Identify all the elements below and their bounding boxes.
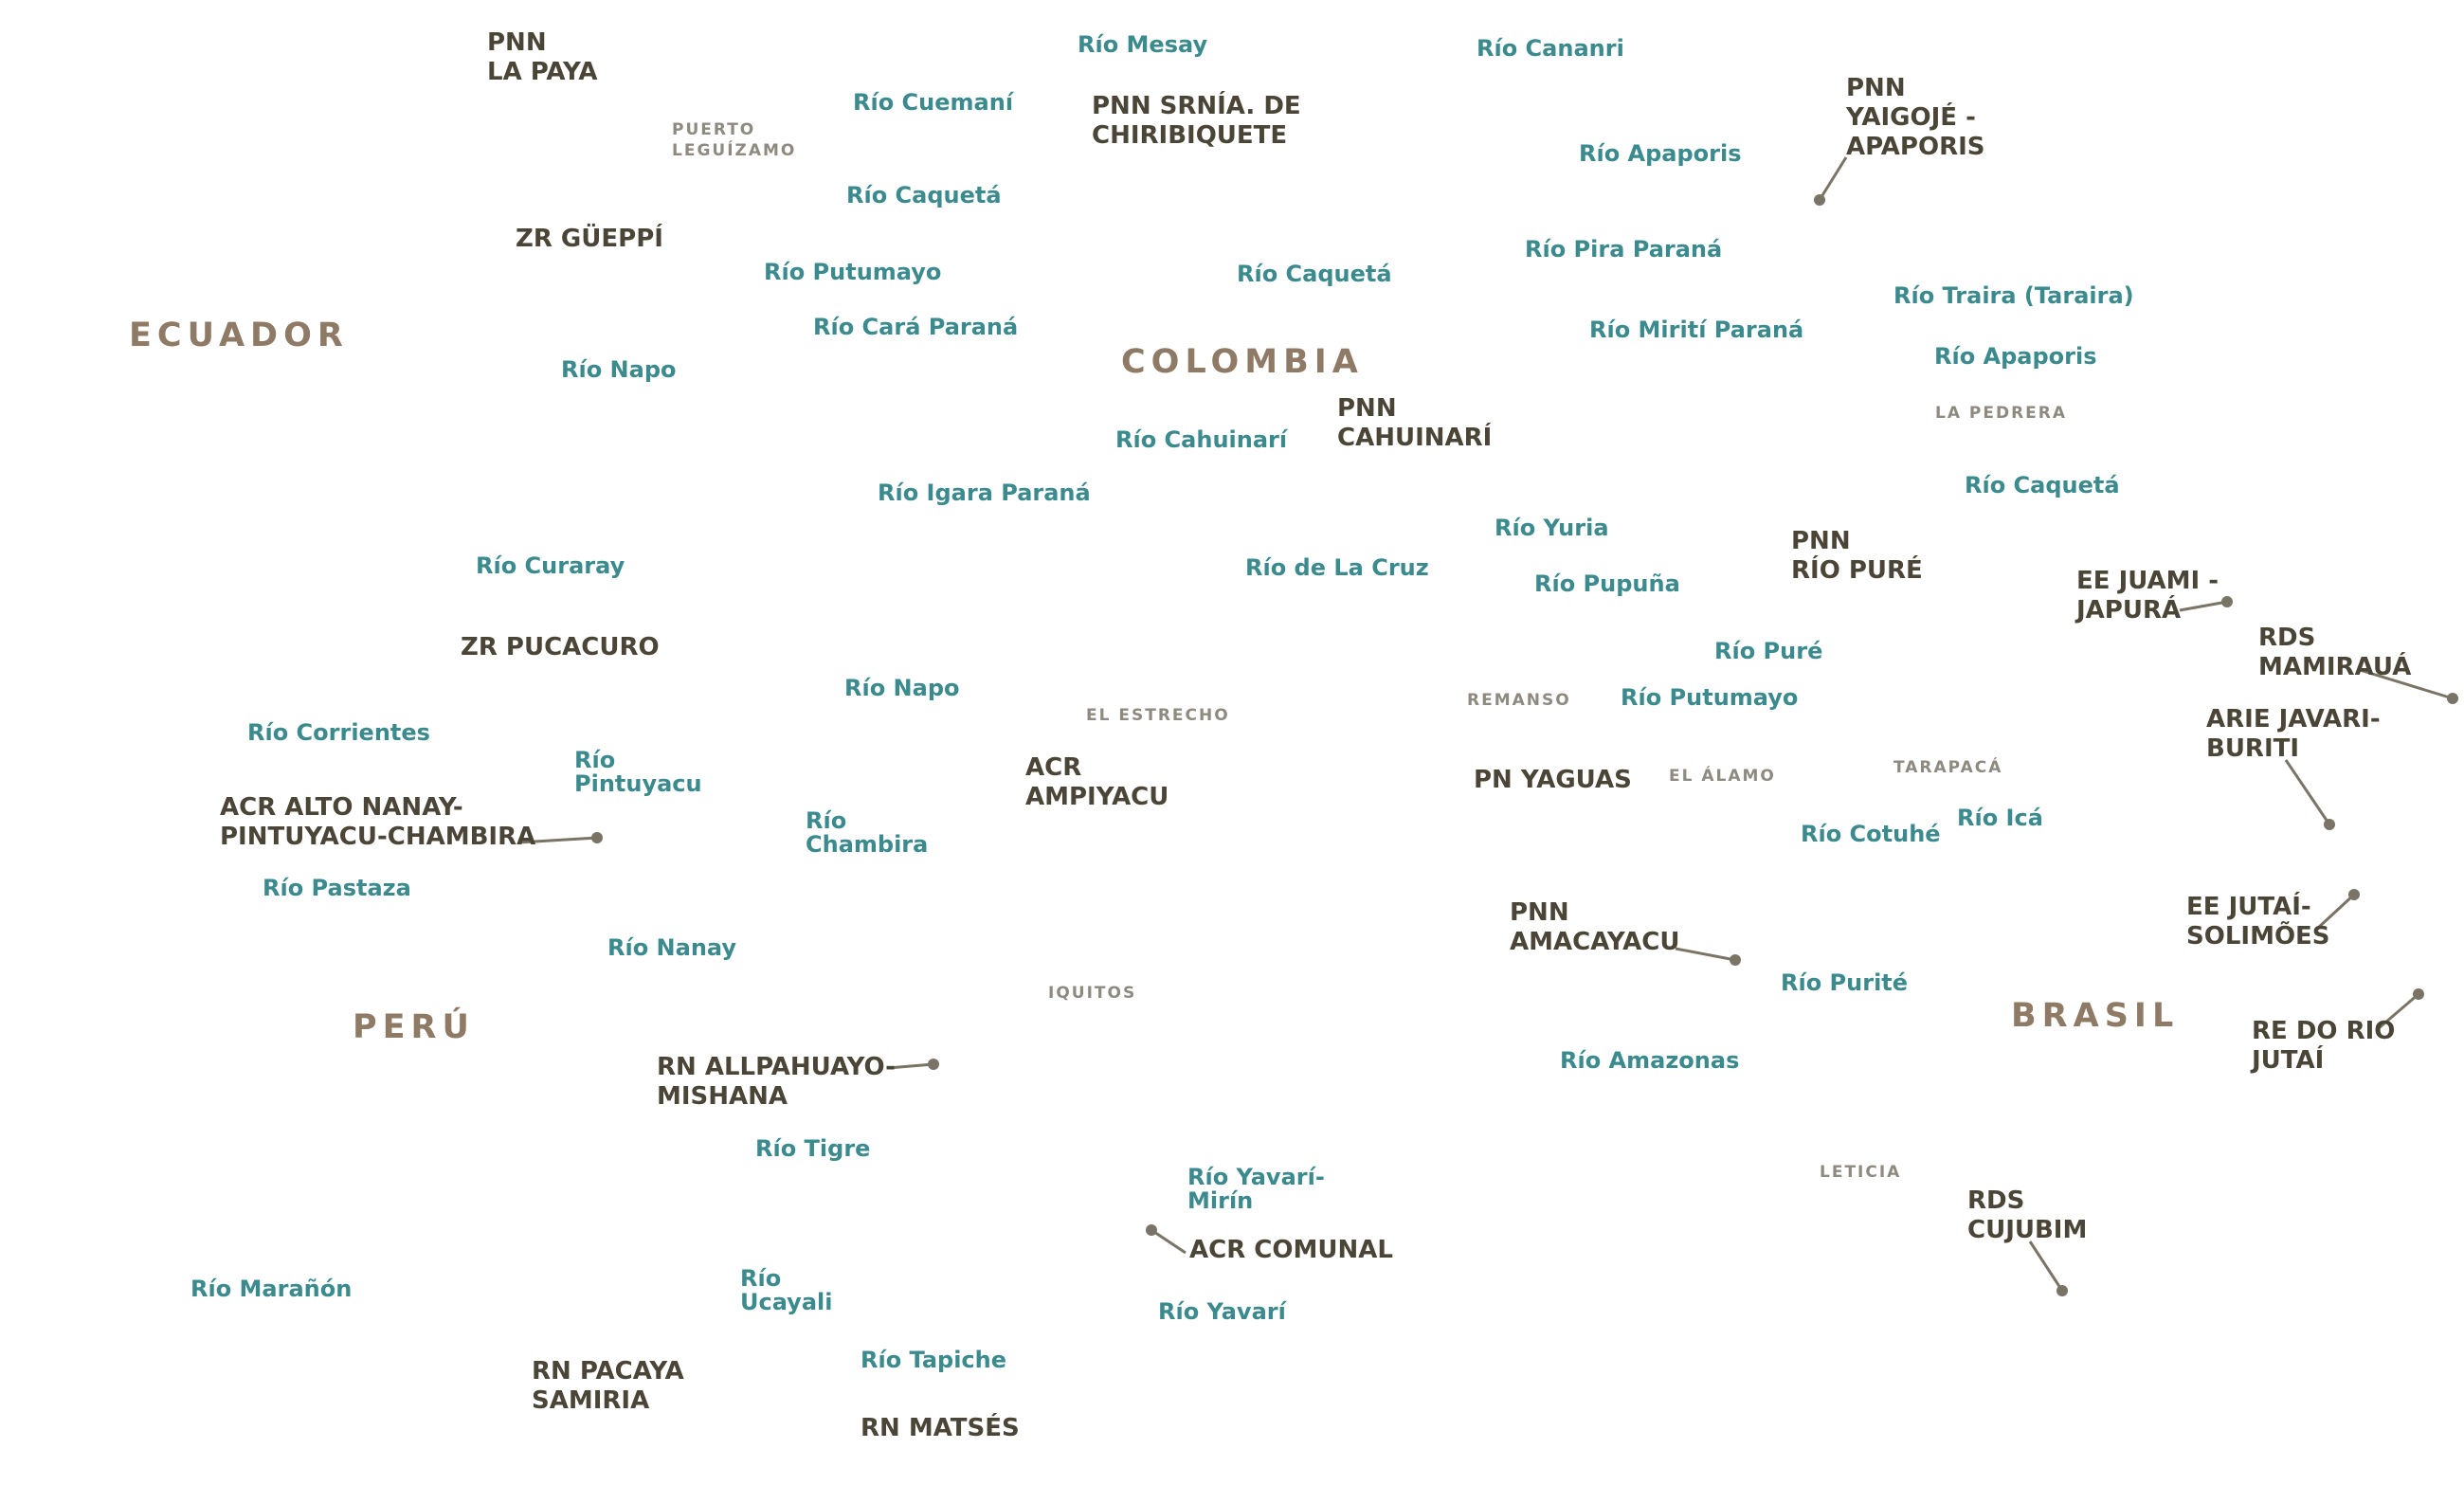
leader-dot-rds-cujubim — [2056, 1285, 2068, 1296]
river-label-ucayali: Río Ucayali — [740, 1265, 833, 1315]
protected-area-label-ee-juami: EE JUAMI - JAPURÁ — [2076, 567, 2219, 625]
leader-line-arie-javari — [2284, 759, 2331, 825]
river-label-tigre: Río Tigre — [755, 1135, 871, 1162]
leader-line-acr-comunal — [1150, 1228, 1187, 1255]
leader-dot-acr-comunal — [1146, 1224, 1157, 1236]
protected-area-label-arie-javari: ARIE JAVARI- BURITI — [2206, 705, 2381, 763]
protected-area-label-rds-mamiraua: RDS MAMIRAUÁ — [2258, 624, 2412, 681]
protected-area-label-zr-gueppi: ZR GÜEPPÍ — [516, 225, 663, 253]
river-label-purite: Río Purité — [1781, 969, 1909, 996]
town-label-el-alamo: EL ÁLAMO — [1669, 767, 1776, 786]
river-label-yavari: Río Yavarí — [1158, 1298, 1286, 1325]
leader-line-rds-cujubim — [2028, 1240, 2064, 1292]
country-label-ecuador: ECUADOR — [129, 317, 349, 354]
leader-dot-rds-mamiraua — [2447, 693, 2458, 704]
protected-area-label-rn-pacaya: RN PACAYA SAMIRIA — [532, 1357, 684, 1415]
town-label-leticia: LETICIA — [1820, 1163, 1902, 1182]
leader-dot-acr-alto-nanay — [591, 832, 603, 843]
river-label-pira-parana: Río Pira Paraná — [1525, 236, 1723, 263]
leader-line-rds-mamiraua — [2359, 668, 2454, 700]
protected-area-label-pnn-la-paya: PNN LA PAYA — [487, 28, 598, 86]
leader-dot-pnn-amacayacu — [1730, 954, 1741, 966]
protected-area-label-pnn-cahuinari: PNN CAHUINARÍ — [1337, 394, 1493, 452]
leader-dot-arie-javari — [2324, 819, 2335, 830]
leader-dot-ee-juami — [2221, 596, 2233, 607]
country-label-brasil: BRASIL — [2011, 997, 2180, 1035]
river-label-pastaza: Río Pastaza — [263, 875, 411, 901]
protected-area-label-pn-yaguas: PN YAGUAS — [1474, 766, 1632, 794]
protected-area-label-pnn-yaigoje: PNN YAIGOJÉ - APAPORIS — [1846, 74, 1985, 161]
leader-line-acr-alto-nanay — [518, 836, 598, 844]
river-label-ica: Río Icá — [1957, 805, 2043, 831]
river-label-de-la-cruz: Río de La Cruz — [1245, 554, 1429, 581]
river-label-maranon: Río Marañón — [190, 1276, 353, 1302]
protected-area-label-rn-allpahuayo: RN ALLPAHUAYO- MISHANA — [657, 1053, 896, 1111]
river-label-cahuinari: Río Cahuinarí — [1115, 426, 1288, 453]
protected-area-label-rds-cujubim: RDS CUJUBIM — [1967, 1186, 2088, 1244]
river-label-cara-parana: Río Cará Paraná — [813, 314, 1019, 340]
protected-area-label-pnn-amacayacu: PNN AMACAYACU — [1510, 898, 1680, 956]
protected-area-label-pnn-chiribiquete: PNN SRNÍA. DE CHIRIBIQUETE — [1092, 92, 1301, 150]
river-label-curaray: Río Curaray — [476, 552, 625, 579]
leader-dot-re-rio-jutai — [2413, 988, 2424, 1000]
protected-area-label-re-rio-jutai: RE DO RIO JUTAÍ — [2252, 1017, 2396, 1075]
river-label-putumayo-1: Río Putumayo — [764, 259, 942, 285]
town-label-remanso: REMANSO — [1467, 691, 1571, 710]
town-label-iquitos: IQUITOS — [1048, 984, 1137, 1003]
country-label-colombia: COLOMBIA — [1121, 343, 1364, 381]
protected-area-label-rn-matses: RN MATSÉS — [861, 1414, 1020, 1442]
leader-line-ee-juami — [2179, 600, 2228, 612]
town-label-puerto-leguizamo: PUERTO LEGUÍZAMO — [672, 120, 797, 160]
river-label-cuemani: Río Cuemaní — [853, 89, 1014, 116]
leader-line-pnn-amacayacu — [1675, 947, 1736, 962]
river-label-miriti-parana: Río Mirití Paraná — [1589, 317, 1804, 343]
river-label-cananri: Río Cananri — [1477, 35, 1624, 62]
river-label-napo-2: Río Napo — [844, 675, 960, 701]
river-label-apaporis-2: Río Apaporis — [1934, 343, 2097, 370]
protected-area-label-ee-jutai: EE JUTAÍ- SOLIMÕES — [2186, 893, 2330, 951]
river-label-caqueta-1: Río Caquetá — [846, 182, 1002, 208]
protected-area-label-acr-alto-nanay: ACR ALTO NANAY- PINTUYACU-CHAMBIRA — [220, 793, 536, 851]
river-label-corrientes: Río Corrientes — [247, 719, 430, 746]
town-label-la-pedrera: LA PEDRERA — [1935, 404, 2068, 423]
protected-area-label-pnn-rio-pure: PNN RÍO PURÉ — [1791, 527, 1923, 585]
river-label-pure: Río Puré — [1714, 638, 1823, 664]
river-label-caqueta-2: Río Caquetá — [1237, 261, 1392, 287]
river-label-pintuyacu: Río Pintuyacu — [574, 747, 702, 797]
town-label-el-estrecho: EL ESTRECHO — [1086, 706, 1230, 725]
river-label-yavari-mirin: Río Yavarí- Mirín — [1187, 1164, 1325, 1214]
town-label-tarapaca: TARAPACÁ — [1893, 758, 2003, 777]
protected-area-label-zr-pucacuro: ZR PUCACURO — [461, 633, 660, 661]
river-label-cotuhe: Río Cotuhé — [1801, 821, 1941, 847]
leader-line-ee-jutai — [2315, 893, 2356, 931]
leader-line-rn-allpahuayo — [887, 1062, 934, 1070]
river-label-yuria: Río Yuria — [1495, 515, 1609, 541]
river-label-tapiche: Río Tapiche — [861, 1347, 1007, 1373]
river-label-napo-1: Río Napo — [561, 356, 677, 383]
river-label-caqueta-3: Río Caquetá — [1965, 472, 2120, 498]
river-label-nanay: Río Nanay — [607, 934, 737, 961]
leader-dot-ee-jutai — [2348, 889, 2360, 900]
river-label-amazonas: Río Amazonas — [1560, 1047, 1740, 1074]
river-label-pupuna: Río Pupuña — [1534, 570, 1680, 597]
leader-line-pnn-yaigoje — [1818, 156, 1848, 201]
river-label-putumayo-2: Río Putumayo — [1621, 684, 1799, 711]
country-label-peru: PERÚ — [353, 1008, 475, 1046]
river-label-mesay: Río Mesay — [1078, 31, 1208, 58]
river-label-igara-parana: Río Igara Paraná — [878, 480, 1091, 506]
protected-area-label-acr-ampiyacu: ACR AMPIYACU — [1025, 753, 1169, 811]
leader-line-re-rio-jutai — [2378, 992, 2419, 1030]
leader-dot-rn-allpahuayo — [928, 1059, 939, 1070]
river-label-apaporis-1: Río Apaporis — [1579, 140, 1742, 167]
leader-dot-pnn-yaigoje — [1814, 194, 1825, 206]
protected-area-label-acr-comunal: ACR COMUNAL — [1189, 1236, 1393, 1264]
river-label-chambira: Río Chambira — [806, 807, 929, 858]
river-label-traira: Río Traira (Taraira) — [1893, 282, 2134, 309]
